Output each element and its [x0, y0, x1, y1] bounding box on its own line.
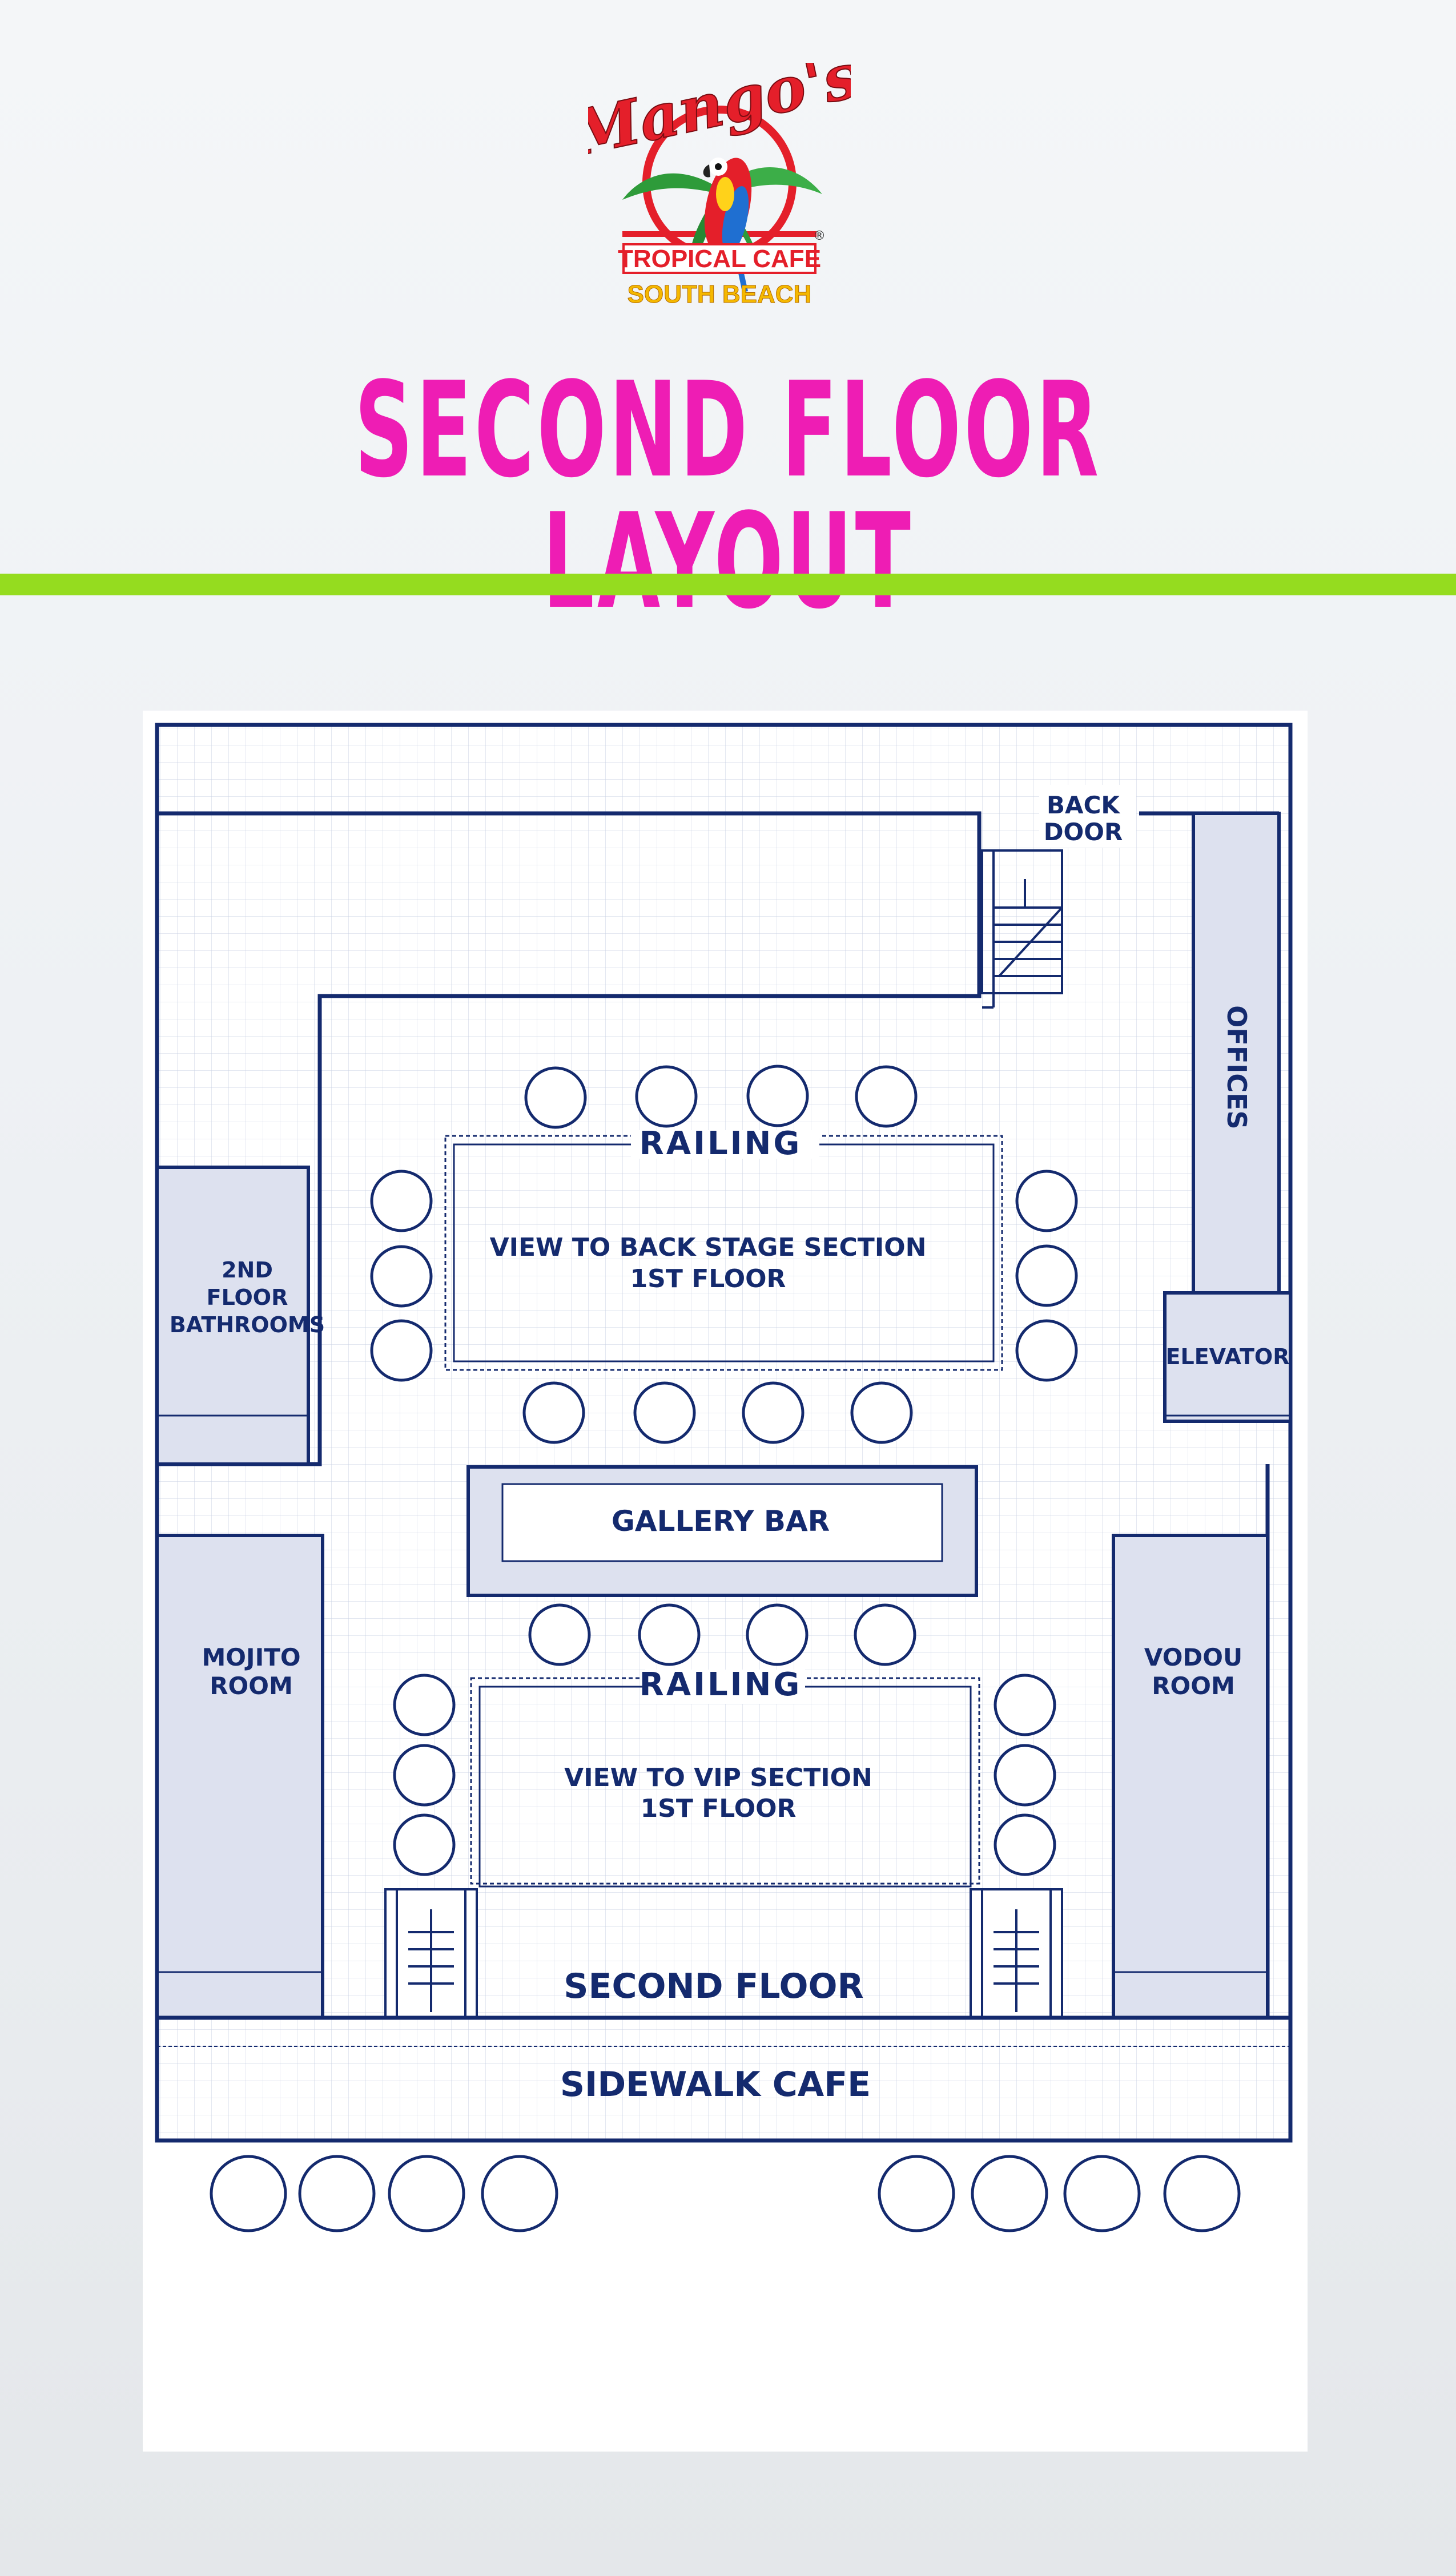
sidewalk-cafe-label: SIDEWALK CAFE: [560, 2065, 871, 2105]
table: [854, 1603, 916, 1666]
back-door-label-2: DOOR: [1044, 818, 1123, 846]
table: [1015, 1244, 1078, 1307]
second-floor-label: SECOND FLOOR: [564, 1966, 863, 2006]
table: [1015, 1319, 1078, 1382]
view-back-stage-label-1: VIEW TO BACK STAGE SECTION: [490, 1233, 927, 1262]
table: [393, 1674, 456, 1736]
table: [994, 1674, 1056, 1736]
logo-registered: ®: [813, 229, 826, 243]
railing-top-label: RAILING: [639, 1125, 802, 1162]
table: [1063, 2155, 1141, 2232]
offices-label: OFFICES: [1221, 1005, 1252, 1129]
table: [393, 1813, 456, 1876]
table: [746, 1065, 809, 1127]
bathrooms-label-1: 2ND: [222, 1257, 273, 1283]
floor-plan-panel: BACK DOOR OFFICES ELEVATOR 2ND FLOOR BAT…: [143, 711, 1308, 2452]
table: [210, 2155, 287, 2232]
table: [370, 1245, 433, 1308]
mangos-logo: Mango's TROPICAL CAFE ® SOUTH BEACH: [588, 63, 851, 309]
table: [1015, 1170, 1078, 1232]
table: [994, 1813, 1056, 1876]
bathrooms-label-2: FLOOR: [207, 1285, 288, 1310]
table: [746, 1603, 809, 1666]
logo-script: Mango's: [588, 63, 851, 171]
view-vip-label-2: 1ST FLOOR: [641, 1794, 797, 1823]
left-stairs: [384, 1888, 478, 2019]
back-stairs: [981, 849, 1063, 1009]
view-vip-label-1: VIEW TO VIP SECTION: [564, 1763, 872, 1792]
elevator-label: ELEVATOR: [1166, 1344, 1290, 1369]
page-title: SECOND FLOOR LAYOUT: [354, 354, 1102, 638]
table: [633, 1381, 696, 1444]
railing-top: [444, 1135, 1003, 1371]
table: [855, 1065, 918, 1128]
bathrooms-room: [155, 1166, 310, 1466]
table: [994, 1744, 1056, 1807]
table: [388, 2155, 465, 2232]
offices-room: [1192, 812, 1281, 1295]
table: [393, 1744, 456, 1807]
table: [1163, 2155, 1241, 2232]
mojito-room-label-1: MOJITO: [202, 1643, 300, 1671]
mojito-room: [155, 1534, 324, 2019]
tables-top-railing: [370, 1065, 1078, 1444]
logo-tropical-cafe: TROPICAL CAFE: [618, 245, 821, 273]
right-stairs: [970, 1888, 1063, 2019]
table: [522, 1381, 585, 1444]
vodou-room-label-1: VODOU: [1144, 1643, 1242, 1671]
vodou-room: [1112, 1534, 1269, 2019]
table: [524, 1066, 587, 1129]
table: [298, 2155, 376, 2232]
floor-plan: BACK DOOR OFFICES ELEVATOR 2ND FLOOR BAT…: [155, 723, 1293, 2232]
tables-sidewalk: [210, 2155, 1241, 2232]
railing-bottom-label: RAILING: [639, 1666, 802, 1703]
tables-bottom-railing: [393, 1603, 1056, 1876]
table: [370, 1170, 433, 1232]
table: [878, 2155, 955, 2232]
table: [481, 2155, 558, 2232]
mojito-room-label-2: ROOM: [210, 1672, 293, 1700]
plan-grid: [157, 725, 1290, 2140]
back-door-label-1: BACK: [1047, 791, 1120, 819]
table: [635, 1065, 698, 1128]
table: [850, 1381, 913, 1444]
bathrooms-label-3: BATHROOMS: [170, 1312, 325, 1337]
parrot-icon: [703, 158, 752, 292]
table: [370, 1319, 433, 1382]
accent-bar: [0, 574, 1456, 595]
table: [528, 1603, 591, 1666]
table: [742, 1381, 805, 1444]
table: [638, 1603, 701, 1666]
view-back-stage-label-2: 1ST FLOOR: [630, 1264, 786, 1293]
table: [971, 2155, 1048, 2232]
gallery-bar-label: GALLERY BAR: [612, 1505, 830, 1538]
elevator-room: [1163, 1291, 1292, 1423]
vodou-room-label-2: ROOM: [1152, 1672, 1235, 1700]
logo-south-beach: SOUTH BEACH: [628, 280, 812, 308]
